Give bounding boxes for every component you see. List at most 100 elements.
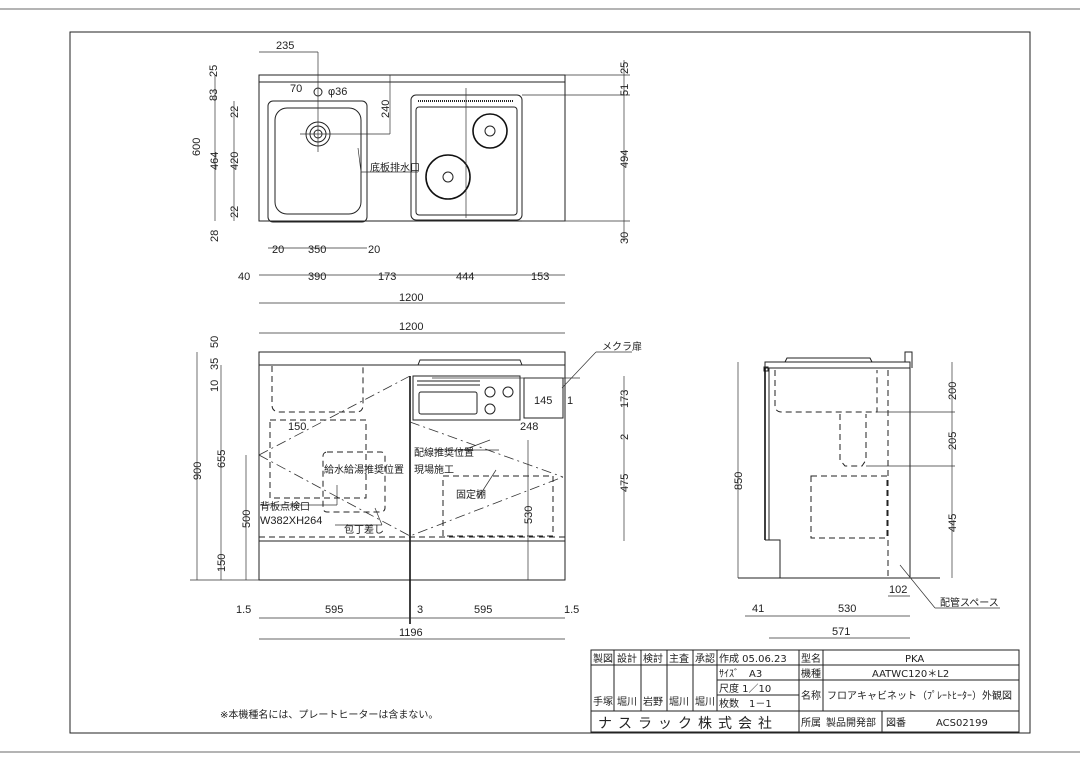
- dim-173: 173: [378, 271, 396, 283]
- title-block: 製図 設計 検討 主査 承認 手塚 堀川 岩野 堀川 堀川 作成 05.06.2…: [590, 649, 1020, 733]
- drawing-name: フロアキャビネット（ﾌﾟﾚｰﾄﾋｰﾀｰ）外観図: [827, 689, 1012, 702]
- pipe-space-label: 配管スペース: [940, 596, 999, 609]
- dim-1.5-right: 1.5: [564, 604, 579, 616]
- fixed-shelf-label: 固定棚: [456, 488, 486, 501]
- door-swing-lines: [258, 375, 564, 537]
- cabinet-body: [258, 364, 566, 581]
- created-date: 作成 05.06.23: [719, 653, 787, 665]
- small-burner-icon: [472, 113, 508, 149]
- dim-420: 420: [229, 152, 241, 170]
- sheet-count: 枚数 1－1: [719, 697, 772, 710]
- dim-30: 30: [619, 232, 631, 244]
- dim-25: 25: [208, 65, 220, 77]
- fixed-shelf: [442, 475, 554, 537]
- header-review: 検討: [643, 652, 663, 665]
- dim-20-left: 20: [272, 244, 284, 256]
- type-value: AATWC120＊L2: [872, 669, 949, 680]
- dim-248: 248: [520, 421, 538, 433]
- dim-655: 655: [216, 450, 228, 468]
- scale: 尺度 1／10: [719, 682, 771, 695]
- sink-hidden: [271, 366, 364, 413]
- blind-door-label: メクラ扉: [602, 340, 642, 353]
- knob-icon: [484, 403, 496, 415]
- paper-size: ｻｲｽﾞ A3: [719, 668, 762, 680]
- knife-holder-label: 包丁差し: [344, 523, 384, 536]
- side-view: 200 205 850 445 102 41 530 571 配管スペース: [733, 351, 1000, 639]
- name-design: 堀川: [617, 696, 637, 708]
- site-work-label: 現場施工: [414, 463, 454, 476]
- dim-600: 600: [191, 138, 203, 156]
- dim-50: 50: [209, 336, 221, 348]
- front-view: 1200 50 10 35 145 1 173 248 2 150 655 90…: [190, 321, 642, 640]
- dim-35: 35: [209, 358, 221, 370]
- dim-150-pipe: 150: [288, 421, 306, 433]
- model-value: PKA: [905, 654, 924, 665]
- header-approval: 承認: [695, 652, 715, 665]
- inspection-size-label: W382XH264: [260, 515, 322, 527]
- dim-494: 494: [619, 150, 631, 168]
- dim-500: 500: [241, 510, 253, 528]
- header-chief: 主査: [669, 652, 689, 665]
- side-shelf: [810, 475, 888, 539]
- dim-200: 200: [947, 382, 959, 400]
- dim-530-front: 530: [523, 506, 535, 524]
- plan-view: 235 25 83 70 φ36 240 22 420 464 600 22 2…: [191, 40, 631, 304]
- name-review: 岩野: [643, 695, 663, 708]
- dim-235: 235: [276, 40, 294, 52]
- dim-475: 475: [619, 474, 631, 492]
- dim-571: 571: [832, 626, 850, 638]
- dim-444: 444: [456, 271, 474, 283]
- knob-icon: [502, 386, 514, 398]
- dim-22-top: 22: [229, 106, 241, 118]
- wiring-position-label: 配線推奨位置: [414, 446, 474, 459]
- dim-595-right: 595: [474, 604, 492, 616]
- dim-445: 445: [947, 514, 959, 532]
- dim-28: 28: [209, 230, 221, 242]
- dim-205: 205: [947, 432, 959, 450]
- dim-145: 145: [534, 395, 552, 407]
- dim-530-side: 530: [838, 603, 856, 615]
- drain-outlet-label: 底板排水口: [370, 161, 420, 174]
- dim-102: 102: [889, 584, 907, 596]
- dim-240: 240: [380, 100, 392, 118]
- dim-595-left: 595: [325, 604, 343, 616]
- dim-40: 40: [238, 271, 250, 283]
- grill-window: [418, 391, 478, 415]
- drawing-no: ACS02199: [936, 718, 988, 729]
- cooktop-control-panel: [412, 375, 521, 421]
- drawing-no-label: 図番: [886, 717, 906, 729]
- dim-173-front: 173: [619, 390, 631, 408]
- side-countertop: [764, 361, 911, 369]
- dim-464: 464: [209, 152, 221, 170]
- dept-label: 所属: [801, 717, 821, 729]
- header-design: 設計: [617, 652, 637, 665]
- model-label: 型名: [801, 652, 821, 665]
- name-approval: 堀川: [695, 696, 715, 708]
- name-label: 名称: [801, 689, 821, 702]
- name-chief: 堀川: [669, 696, 689, 708]
- dim-2: 2: [619, 434, 631, 440]
- header-drafting: 製図: [593, 652, 613, 665]
- front-countertop: [258, 351, 566, 366]
- dim-25-right: 25: [619, 62, 631, 74]
- dim-1200: 1200: [399, 292, 423, 304]
- dim-390: 390: [308, 271, 326, 283]
- large-burner-icon: [425, 154, 471, 200]
- drawing-frame: [69, 31, 1031, 734]
- cooktop-panel: [410, 94, 523, 221]
- dim-83: 83: [208, 89, 220, 101]
- dim-1: 1: [567, 395, 573, 407]
- dim-1196: 1196: [399, 627, 423, 639]
- dim-1200-front: 1200: [399, 321, 423, 333]
- footnote: ※本機種名には、プレートヒーターは含まない。: [220, 708, 438, 721]
- dim-1.5-left: 1.5: [236, 604, 251, 616]
- dim-900: 900: [192, 462, 204, 480]
- dim-850: 850: [733, 472, 745, 490]
- dim-150-plinth: 150: [216, 554, 228, 572]
- dim-10: 10: [209, 380, 221, 392]
- type-label: 機種: [801, 667, 821, 680]
- knob-icon: [484, 386, 496, 398]
- dim-22-bottom: 22: [229, 206, 241, 218]
- dept-value: 製品開発部: [826, 716, 876, 729]
